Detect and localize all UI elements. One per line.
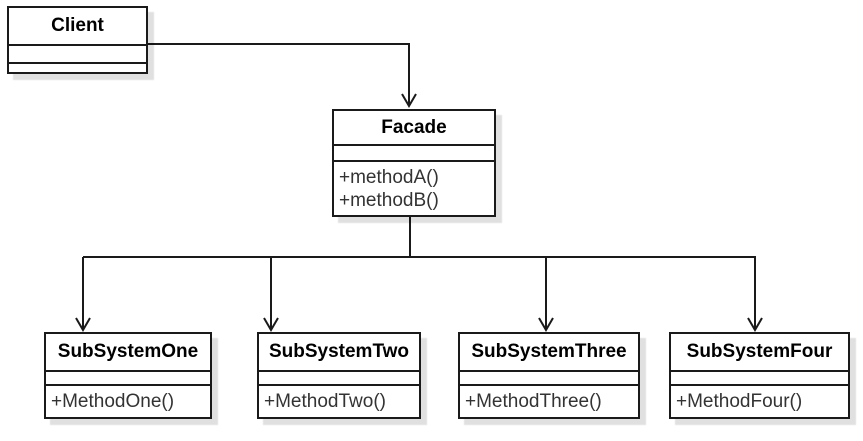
method-label: +MethodFour() — [676, 391, 803, 412]
attributes-section-subsystemfour — [671, 370, 848, 384]
methods-section-subsystemone: +MethodOne() — [46, 384, 210, 417]
class-name-subsystemtwo: SubSystemTwo — [268, 341, 410, 362]
method-label: +MethodTwo() — [264, 391, 386, 412]
class-name-client: Client — [51, 15, 104, 36]
class-box-subsystemone: SubSystemOne +MethodOne() — [44, 332, 212, 419]
attributes-section-subsystemtwo — [259, 370, 419, 384]
class-name-subsystemfour: SubSystemFour — [686, 341, 833, 362]
attributes-section-facade — [334, 144, 494, 160]
methods-section-subsystemtwo: +MethodTwo() — [259, 384, 419, 417]
class-name-facade: Facade — [381, 116, 447, 138]
attributes-section-subsystemone — [46, 370, 210, 384]
attributes-section-client — [9, 44, 146, 62]
attributes-section-subsystemthree — [460, 370, 638, 384]
class-box-subsystemthree: SubSystemThree +MethodThree() — [458, 332, 640, 419]
method-label: +methodB() — [339, 189, 439, 211]
class-box-facade: Facade +methodA() +methodB() — [332, 109, 496, 217]
class-name-subsystemone: SubSystemOne — [57, 341, 199, 362]
method-label: +MethodThree() — [465, 391, 602, 412]
class-box-subsystemfour: SubSystemFour +MethodFour() — [669, 332, 850, 419]
methods-section-subsystemthree: +MethodThree() — [460, 384, 638, 417]
class-name-subsystemthree: SubSystemThree — [471, 341, 627, 362]
class-box-subsystemtwo: SubSystemTwo +MethodTwo() — [257, 332, 421, 419]
class-box-client: Client — [7, 6, 148, 74]
methods-section-subsystemfour: +MethodFour() — [671, 384, 848, 417]
connector-client-facade — [148, 43, 417, 108]
method-label: +MethodOne() — [51, 391, 175, 412]
method-label: +methodA() — [339, 166, 439, 188]
methods-section-facade: +methodA() +methodB() — [334, 160, 494, 215]
methods-section-client — [9, 62, 146, 72]
